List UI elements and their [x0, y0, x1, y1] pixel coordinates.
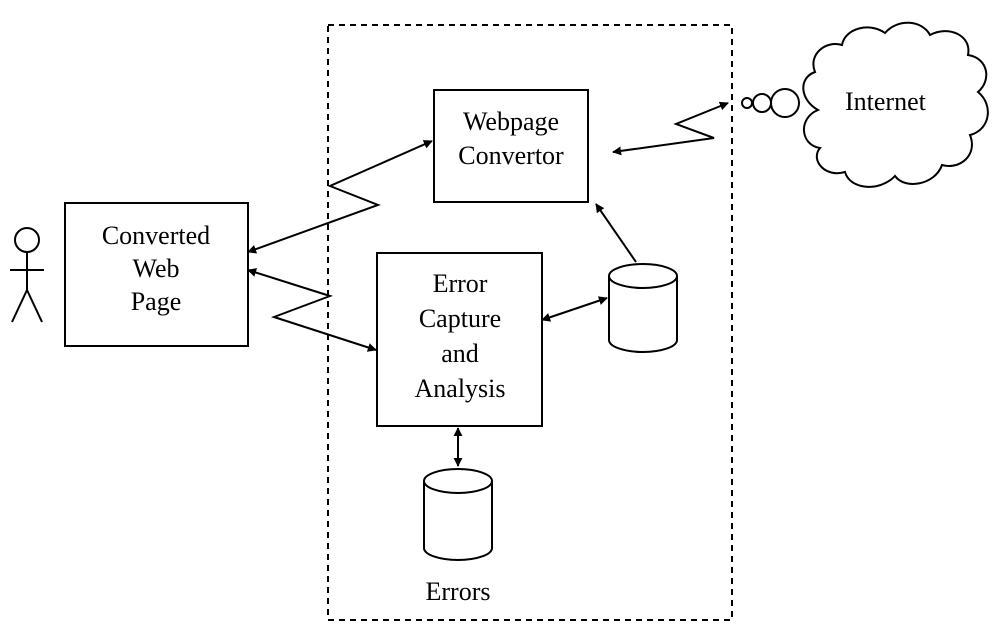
config-database-cylinder-icon: [608, 263, 678, 353]
errors-database-cylinder-icon: [423, 468, 493, 561]
internet-cloud-icon: [741, 21, 989, 188]
edge-error-capture-to-config-db: [541, 296, 608, 322]
error-capture-label-line-1: Error: [433, 269, 488, 298]
errors-database-label: Errors: [426, 577, 491, 606]
internet-label: Internet: [845, 87, 927, 116]
edge-webpage-to-converter-lightning: [247, 140, 433, 254]
converted-web-page-node: Converted Web Page: [64, 202, 249, 347]
edge-config-db-to-convertor: [595, 203, 637, 263]
converted-web-page-label-line-3: Page: [131, 287, 182, 316]
user-stick-figure-icon: [10, 227, 44, 323]
error-capture-label-line-2: Capture: [419, 304, 501, 333]
converted-web-page-label-line-1: Converted: [102, 221, 210, 250]
error-capture-label-line-4: Analysis: [415, 374, 506, 403]
webpage-convertor-label-line-1: Webpage: [463, 107, 559, 136]
webpage-convertor-node: Webpage Convertor: [433, 89, 589, 203]
edge-convertor-to-internet-lightning: [612, 101, 729, 156]
converted-web-page-label-line-2: Web: [133, 254, 180, 283]
error-capture-analysis-node: Error Capture and Analysis: [376, 252, 543, 427]
webpage-convertor-label-line-2: Convertor: [458, 141, 564, 170]
system-boundary: [327, 24, 733, 621]
edge-webpage-to-error-capture-lightning: [247, 268, 377, 352]
error-capture-label-line-3: and: [441, 339, 479, 368]
